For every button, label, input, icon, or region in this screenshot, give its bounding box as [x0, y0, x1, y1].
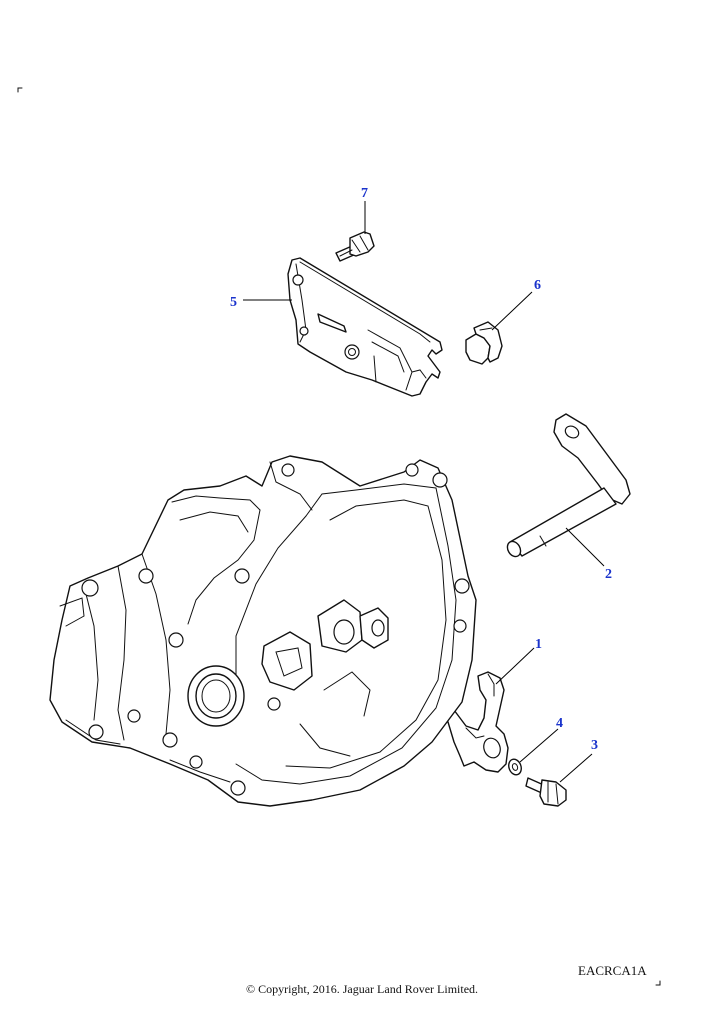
part-5-bracket[interactable] [287, 257, 443, 397]
leader-lines [243, 201, 605, 783]
callout-4[interactable]: 4 [556, 716, 563, 731]
part-7-bolt[interactable] [335, 231, 375, 262]
leader-1 [495, 647, 535, 685]
gearbox-housing[interactable] [49, 455, 477, 807]
copyright-notice: © Copyright, 2016. Jaguar Land Rover Lim… [245, 982, 479, 996]
leader-6 [491, 291, 533, 331]
callout-2[interactable]: 2 [605, 567, 612, 582]
callout-6[interactable]: 6 [534, 278, 541, 293]
leader-2 [565, 527, 605, 567]
leader-3 [559, 753, 593, 783]
part-4-washer[interactable] [507, 757, 524, 776]
part-1-fork[interactable] [439, 671, 509, 773]
crop-mark-top-left [17, 87, 23, 93]
reference-code: EACRCA1A [578, 963, 647, 978]
callout-1[interactable]: 1 [535, 637, 542, 652]
leader-4 [519, 728, 559, 763]
callout-7[interactable]: 7 [361, 186, 368, 201]
part-2-shaft[interactable] [505, 413, 631, 559]
part-3-bolt[interactable] [525, 777, 567, 807]
crop-mark-bottom-right [655, 980, 661, 986]
callout-5[interactable]: 5 [230, 295, 237, 310]
callout-3[interactable]: 3 [591, 738, 598, 753]
part-6-clip[interactable] [465, 321, 503, 365]
